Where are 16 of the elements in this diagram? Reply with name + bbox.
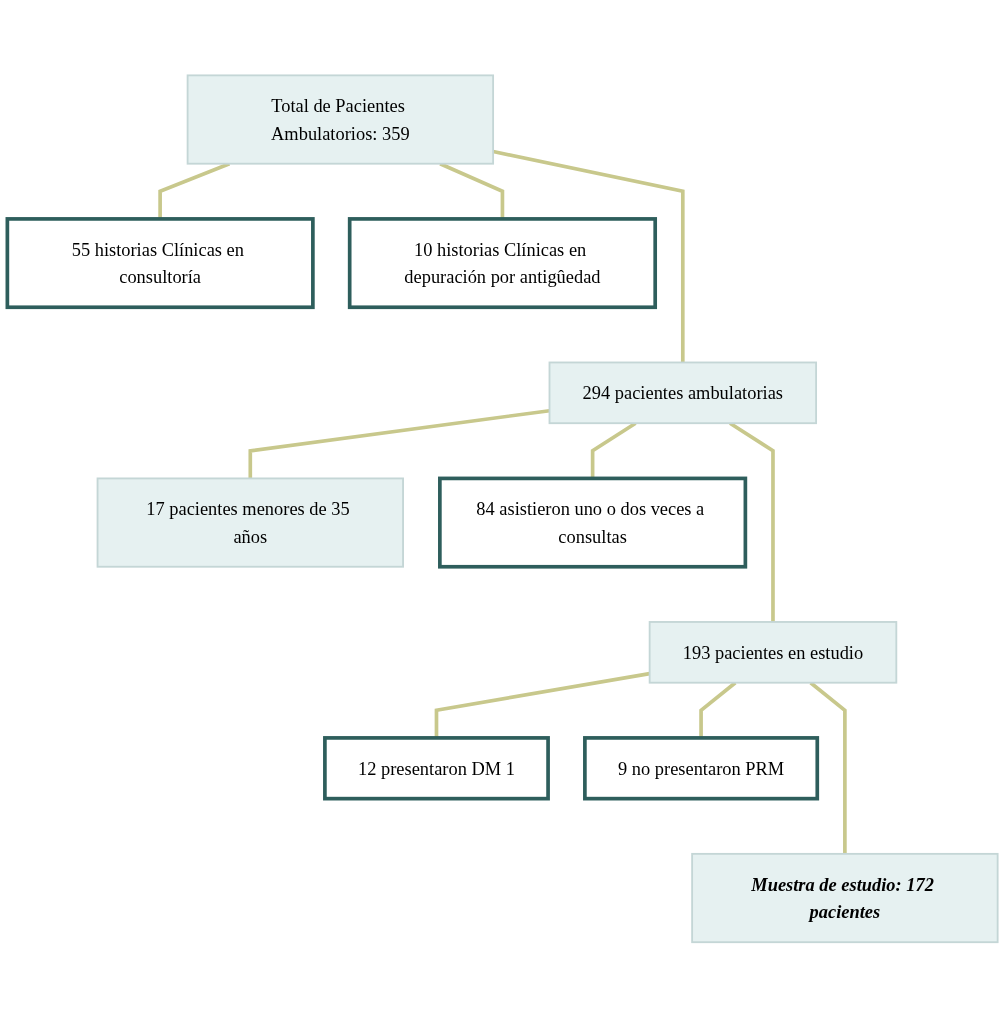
node-box: Muestra de estudio: 172 pacientes bbox=[691, 852, 999, 943]
node-box: 9 no presentaron PRM bbox=[583, 735, 820, 801]
node-box: 10 historias Clínicas en depuración por antigûedad bbox=[347, 216, 658, 309]
connector bbox=[590, 421, 637, 479]
node-box: 84 asistieron uno o dos veces a consultas bbox=[438, 476, 748, 569]
connector bbox=[248, 408, 550, 479]
node-box: Total de Pacientes Ambulatorios: 359 bbox=[186, 74, 495, 165]
connector bbox=[699, 681, 737, 738]
node-box: 294 pacientes ambulatorias bbox=[548, 361, 817, 424]
node-box: 55 historias Clínicas en consultoría bbox=[5, 216, 315, 309]
node-box: 17 pacientes menores de 35 años bbox=[96, 477, 404, 568]
connector bbox=[729, 421, 775, 622]
node-box: 12 presentaron DM 1 bbox=[323, 735, 550, 801]
node-box: 193 pacientes en estudio bbox=[648, 620, 898, 684]
connector bbox=[434, 671, 650, 738]
connector bbox=[809, 681, 847, 854]
